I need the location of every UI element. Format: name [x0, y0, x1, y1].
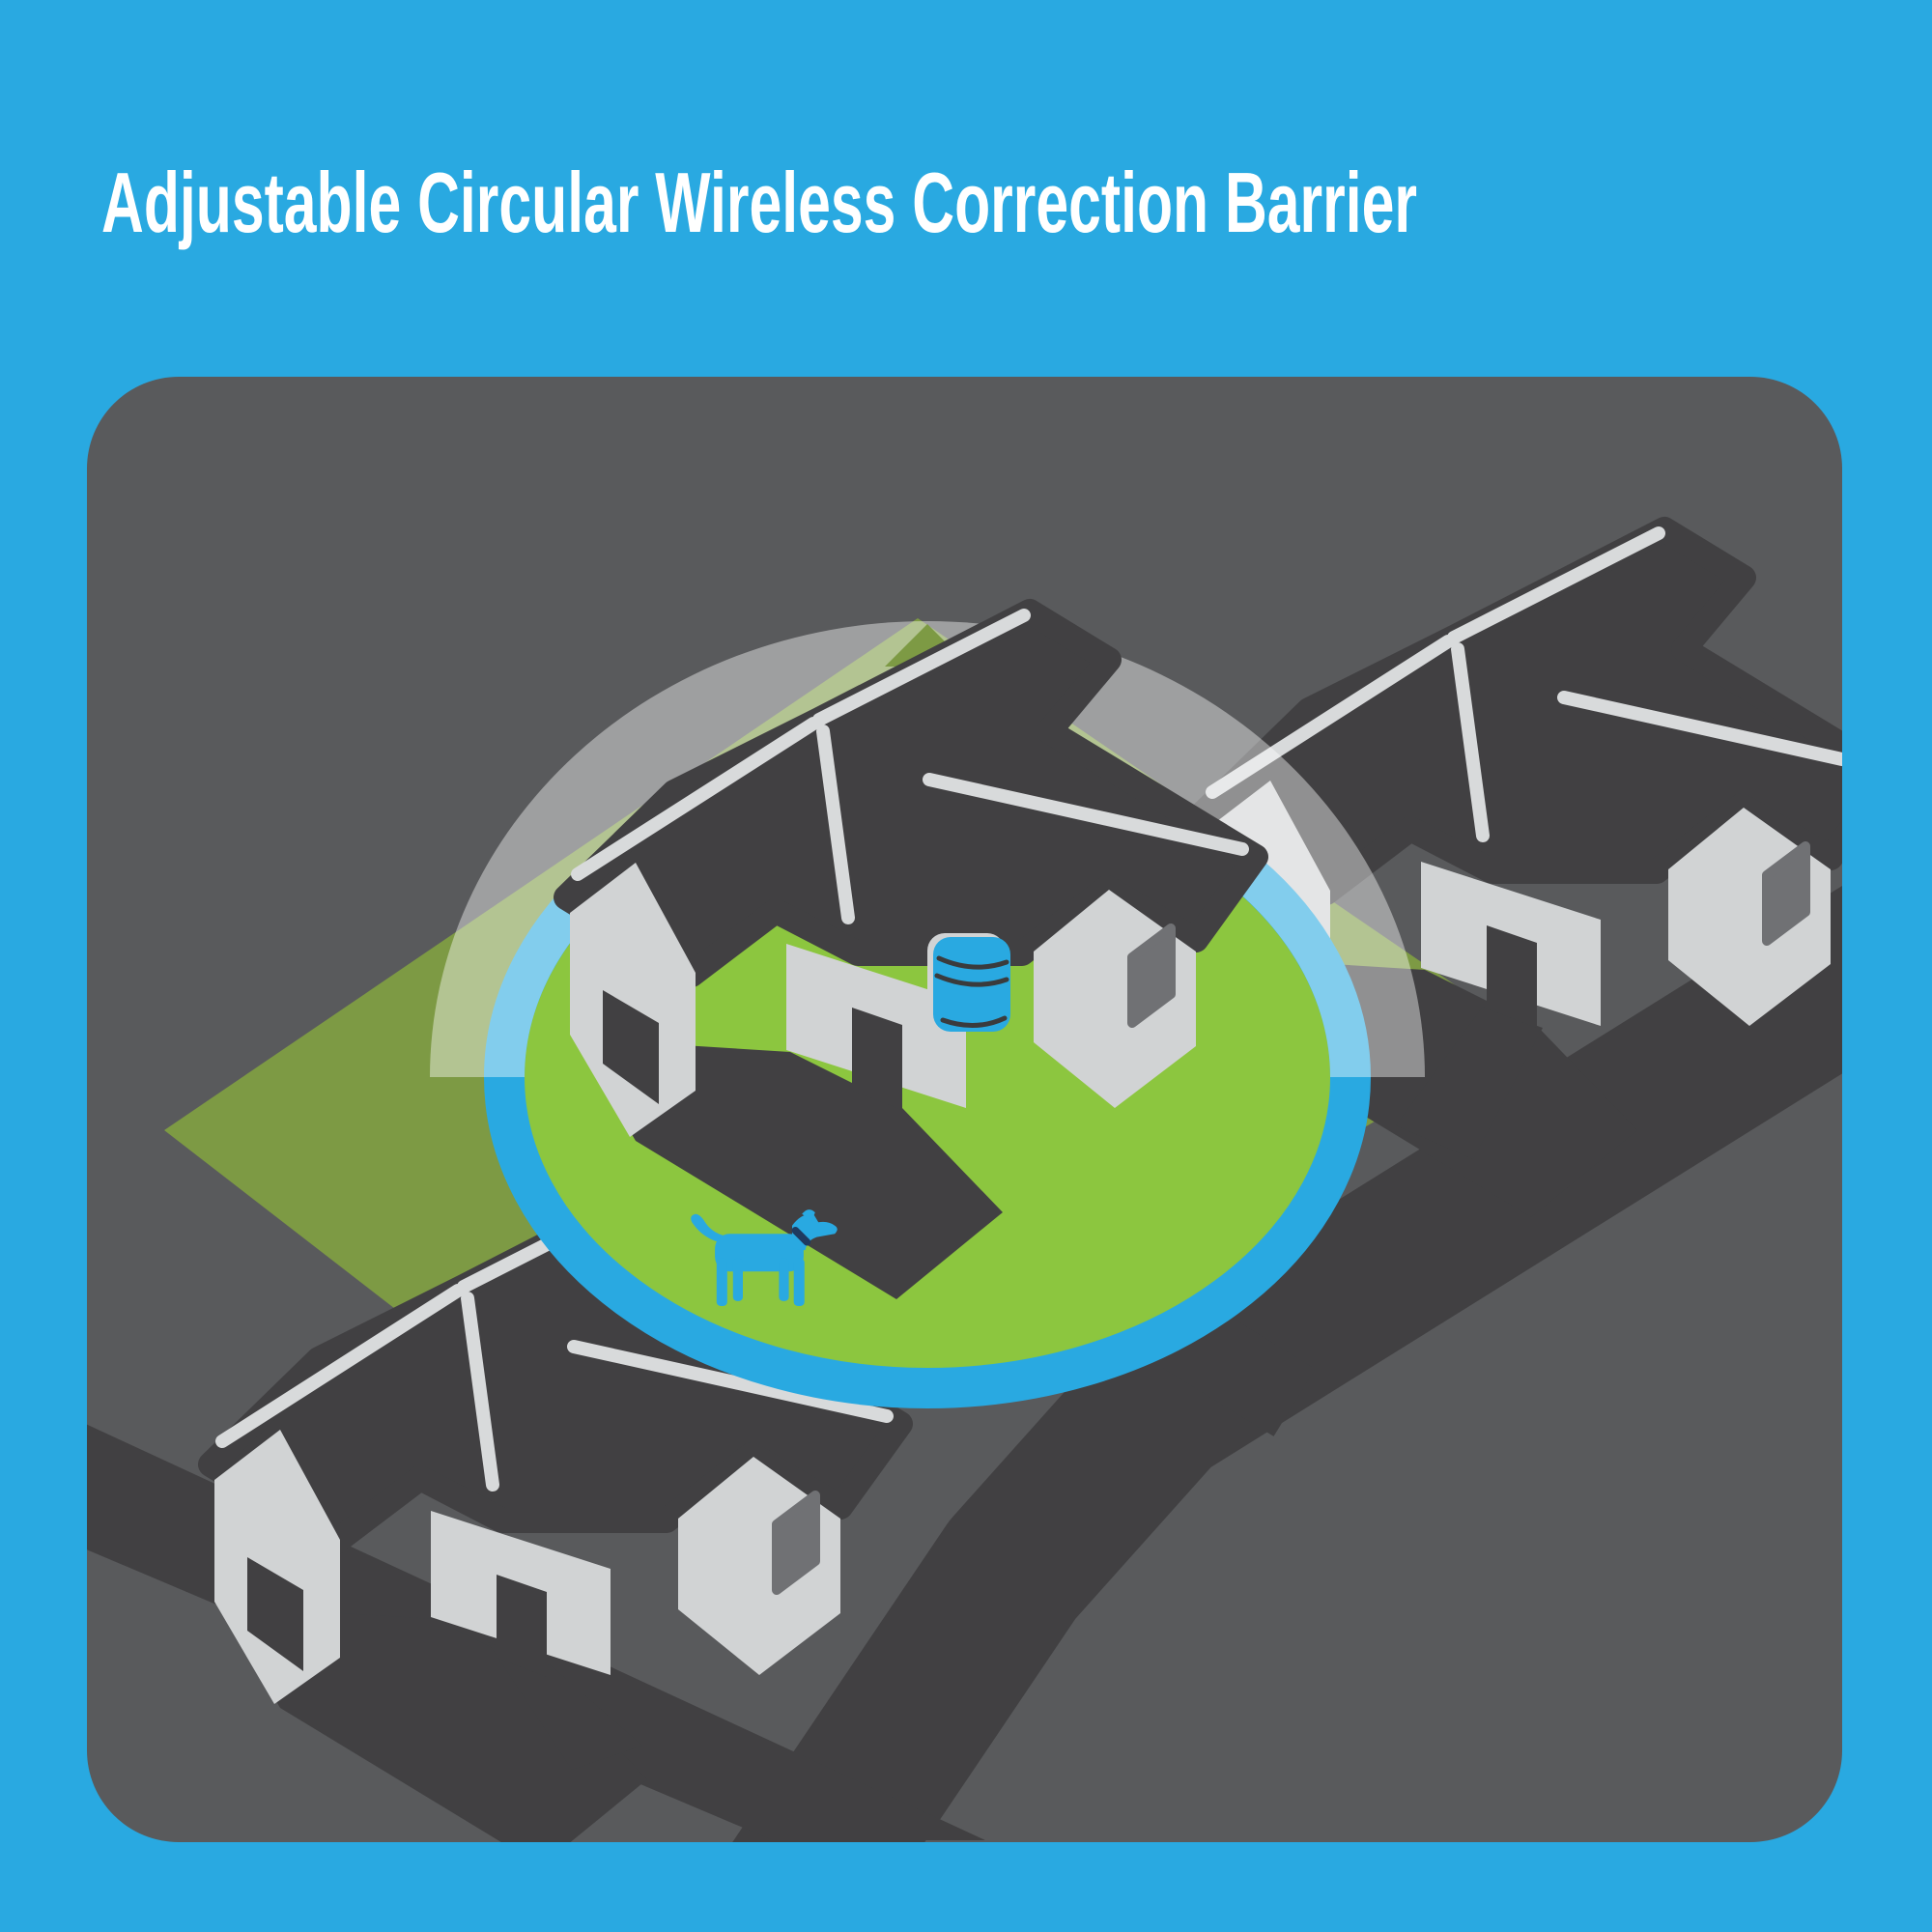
dog-ear	[802, 1209, 815, 1221]
bottom-left-house	[211, 1179, 900, 1842]
wireless-transmitter-device	[927, 933, 1010, 1032]
dog-icon	[691, 1209, 838, 1306]
dog-tail	[691, 1213, 724, 1242]
scene	[87, 529, 1890, 1842]
top-right-house	[1201, 529, 1890, 1217]
driveway	[1396, 1007, 1543, 1159]
driveway	[488, 1642, 642, 1770]
dog-body	[715, 1234, 804, 1272]
page-title: Adjustable Circular Wireless Correction …	[101, 155, 1417, 250]
receiver-collar	[791, 1226, 811, 1246]
